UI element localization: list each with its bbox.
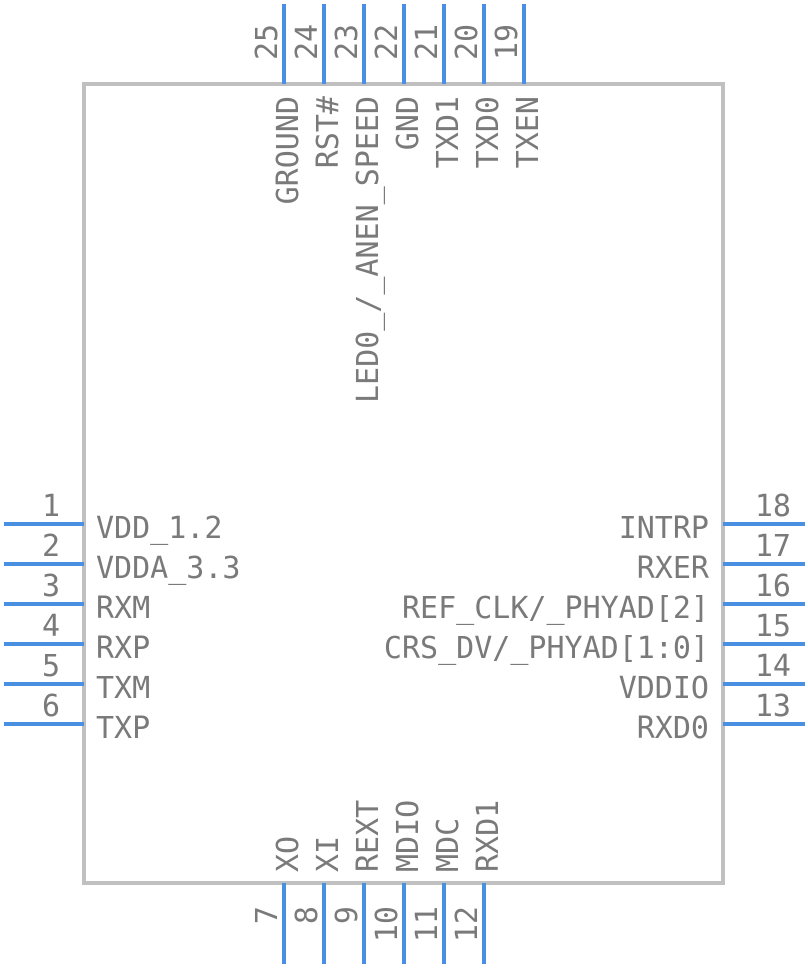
- pin-13-number: 13: [755, 689, 791, 724]
- pin-label-mdio: MDIO: [391, 800, 426, 872]
- pin-18-number: 18: [755, 489, 791, 524]
- pin-12-number: 12: [450, 906, 485, 942]
- pin-11-number: 11: [410, 906, 445, 942]
- pin-24-number: 24: [290, 24, 325, 60]
- pin-label-crs-dv-phyad-1-0: CRS_DV/_PHYAD[1:0]: [384, 631, 709, 666]
- pin-label-rst: RST#: [311, 96, 346, 168]
- pin-label-rext: REXT: [351, 800, 386, 872]
- pin-10-number: 10: [370, 906, 405, 942]
- pin-21-number: 21: [410, 24, 445, 60]
- pin-label-rxm: RXM: [96, 591, 150, 626]
- pin-19-number: 19: [490, 24, 525, 60]
- pin-label-txm: TXM: [96, 671, 150, 706]
- pin-2-number: 2: [42, 529, 60, 564]
- pin-17-number: 17: [755, 529, 791, 564]
- pin-label-xi: XI: [311, 836, 346, 872]
- pin-5-number: 5: [42, 649, 60, 684]
- pin-3-number: 3: [42, 569, 60, 604]
- pin-label-rxer: RXER: [637, 551, 710, 586]
- pin-9-number: 9: [330, 906, 365, 924]
- pin-6-number: 6: [42, 689, 60, 724]
- pin-25-number: 25: [250, 24, 285, 60]
- pin-label-rxd1: RXD1: [471, 800, 506, 872]
- pin-label-ground: GROUND: [271, 96, 306, 204]
- ic-body: [82, 82, 725, 885]
- pin-label-rxp: RXP: [96, 631, 150, 666]
- pin-label-mdc: MDC: [431, 818, 466, 872]
- pin-label-txen: TXEN: [511, 96, 546, 168]
- pin-label-txd1: TXD1: [431, 96, 466, 168]
- pin-23-number: 23: [330, 24, 365, 60]
- pin-label-txd0: TXD0: [471, 96, 506, 168]
- pin-label-vdda-3-3: VDDA_3.3: [96, 551, 241, 586]
- pin-label-led0-anen-speed: LED0_/_ANEN_SPEED: [351, 96, 386, 403]
- pin-4-number: 4: [42, 609, 60, 644]
- pin-8-number: 8: [290, 906, 325, 924]
- pin-7-number: 7: [250, 906, 285, 924]
- pin-label-rxd0: RXD0: [637, 711, 709, 746]
- pin-label-xo: XO: [271, 836, 306, 872]
- pin-20-number: 20: [450, 24, 485, 60]
- pin-15-number: 15: [755, 609, 791, 644]
- pin-label-txp: TXP: [96, 711, 150, 746]
- pin-14-number: 14: [755, 649, 791, 684]
- pin-label-vdd-1-2: VDD_1.2: [96, 511, 222, 546]
- pin-1-number: 1: [42, 489, 60, 524]
- pin-label-ref-clk-phyad-2: REF_CLK/_PHYAD[2]: [402, 591, 709, 626]
- pin-16-number: 16: [755, 569, 791, 604]
- pin-label-vddio: VDDIO: [619, 671, 709, 706]
- pin-label-gnd: GND: [391, 96, 426, 150]
- pin-label-intrp: INTRP: [619, 511, 709, 546]
- pin-22-number: 22: [370, 24, 405, 60]
